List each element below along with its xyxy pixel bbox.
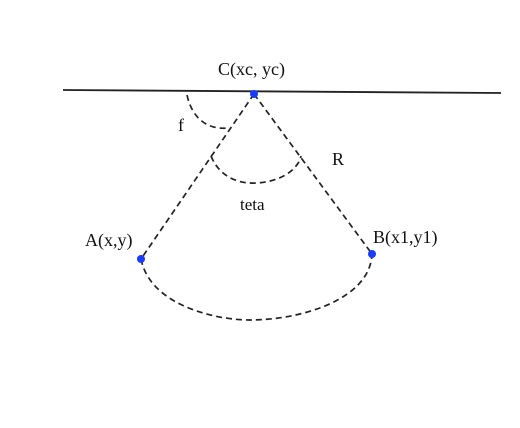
point-c (250, 90, 258, 98)
radius-line-ca (140, 93, 255, 260)
label-point-a: A(x,y) (85, 230, 133, 251)
radius-line-cb (253, 93, 373, 255)
label-angle-teta: teta (240, 195, 265, 214)
label-point-b: B(x1,y1) (373, 227, 438, 248)
horizontal-line (62, 89, 502, 94)
point-a (137, 255, 145, 263)
label-center: C(xc, yc) (218, 59, 285, 80)
label-angle-f: f (178, 115, 184, 135)
angle-f-arc (186, 94, 229, 129)
point-b (368, 250, 376, 258)
arc-ab (140, 253, 373, 321)
angle-teta-arc (210, 155, 302, 184)
label-radius: R (332, 149, 344, 169)
